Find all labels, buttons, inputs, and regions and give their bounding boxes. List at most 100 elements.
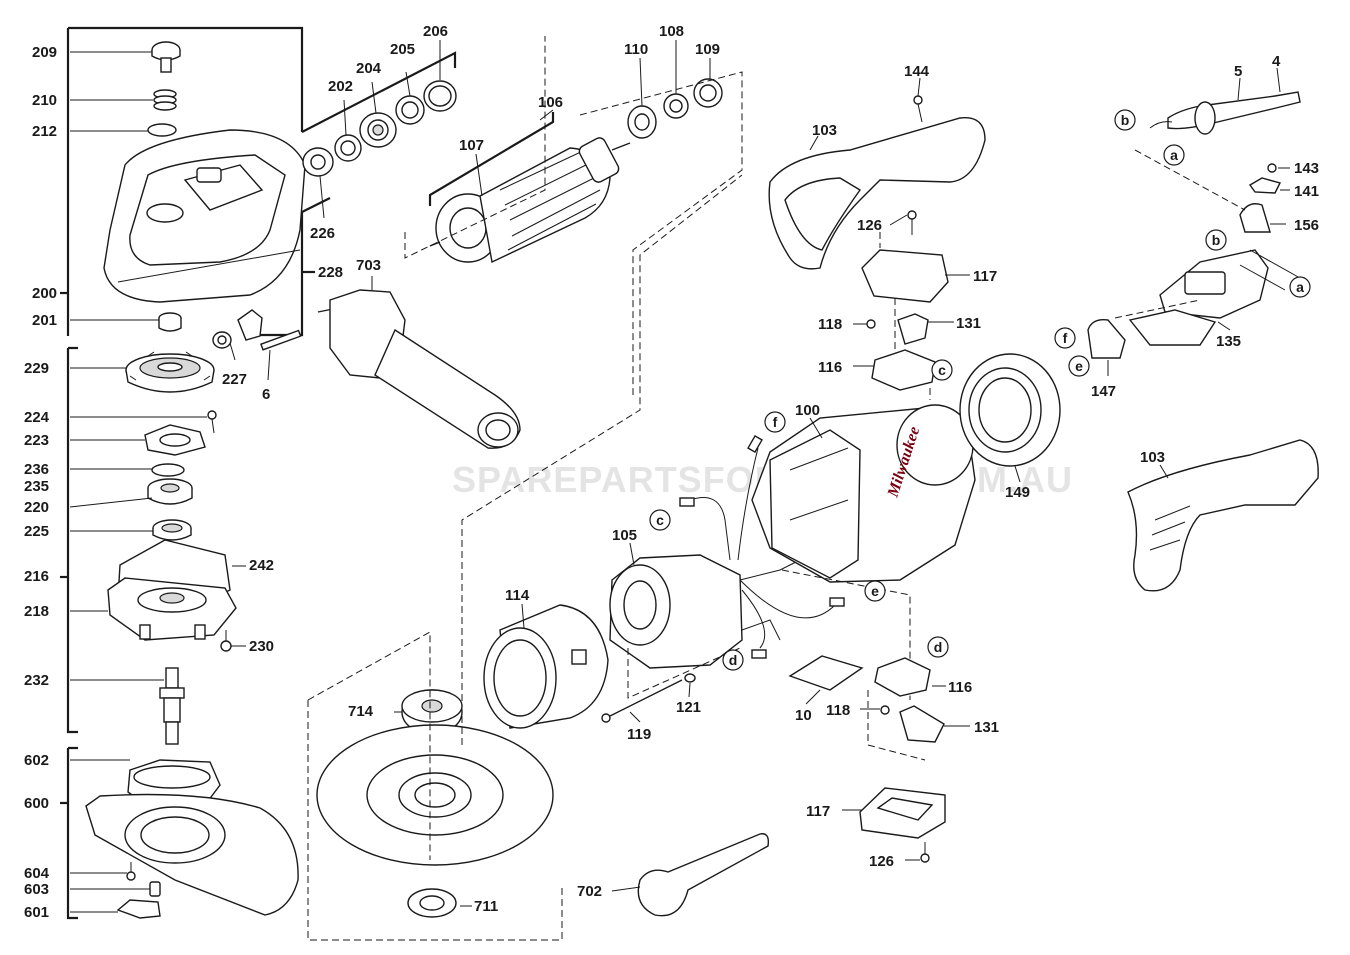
spindle-lock-button <box>151 41 181 73</box>
label-204: 204 <box>356 60 382 77</box>
label-603: 603 <box>24 881 49 898</box>
connector-c <box>679 497 695 507</box>
label-131-upper: 131 <box>956 315 981 332</box>
armature <box>429 137 631 264</box>
label-141: 141 <box>1294 183 1319 200</box>
label-10: 10 <box>795 707 812 724</box>
guard-screw <box>126 862 136 881</box>
handle-half-upper <box>768 116 986 270</box>
retaining-ring <box>423 80 457 112</box>
label-118-lower: 118 <box>826 702 850 719</box>
o-ring <box>147 123 177 137</box>
connector-letters: b a b a f e c f c d e d <box>649 109 1311 671</box>
guide-line <box>579 71 743 395</box>
screw-143 <box>1267 163 1277 173</box>
bearing-flange <box>107 539 237 641</box>
ball-bearing <box>147 478 193 505</box>
bearing-sleeve-109 <box>693 78 723 108</box>
letter-b-2: b <box>1212 232 1221 248</box>
label-105: 105 <box>612 527 637 544</box>
carbon-brush-131a <box>897 313 929 345</box>
flange-nut-711 <box>407 888 457 918</box>
letter-f-2: f <box>773 414 778 430</box>
part-number-labels: 209 210 212 200 201 229 224 223 236 235 … <box>24 23 1319 921</box>
nut-227 <box>212 331 232 349</box>
washer-205 <box>395 95 425 125</box>
label-235: 235 <box>24 478 49 495</box>
screw-6 <box>260 329 302 351</box>
guide-line <box>1114 149 1246 319</box>
guide-line <box>461 174 743 745</box>
label-225: 225 <box>24 523 49 540</box>
label-220: 220 <box>24 499 49 516</box>
label-109: 109 <box>695 41 720 58</box>
flange-screw <box>220 630 232 652</box>
label-212: 212 <box>32 123 57 140</box>
gear-housing <box>103 129 306 303</box>
label-118-upper: 118 <box>818 316 842 333</box>
label-116-upper: 116 <box>818 359 842 376</box>
label-227: 227 <box>222 371 247 388</box>
end-cap-156 <box>1239 203 1271 233</box>
label-5: 5 <box>1234 63 1242 80</box>
label-100: 100 <box>795 402 820 419</box>
label-601: 601 <box>24 904 49 921</box>
screw-126a <box>907 210 917 235</box>
housing-end-ring <box>959 353 1061 467</box>
label-106: 106 <box>538 94 563 111</box>
guide-line <box>867 690 926 761</box>
label-110: 110 <box>624 41 648 58</box>
label-plate <box>788 655 864 691</box>
letter-d-1: d <box>934 639 943 655</box>
bracket-ticks <box>60 291 68 805</box>
bearing-108 <box>663 93 689 119</box>
screw <box>207 410 217 434</box>
label-202: 202 <box>328 78 353 95</box>
label-117-upper: 117 <box>973 268 997 285</box>
connector-d <box>751 649 767 659</box>
cord-clamp <box>1248 177 1282 194</box>
label-200: 200 <box>32 285 57 302</box>
left-brackets <box>66 26 555 920</box>
bevel-gear <box>125 351 215 393</box>
switch-assembly <box>1128 249 1301 346</box>
label-602: 602 <box>24 752 49 769</box>
label-702: 702 <box>577 883 602 900</box>
label-242: 242 <box>249 557 274 574</box>
label-108: 108 <box>659 23 684 40</box>
power-cord <box>1149 91 1301 135</box>
label-209: 209 <box>32 44 57 61</box>
leader-lines <box>69 40 1290 913</box>
handle-half-lower <box>1127 439 1319 592</box>
label-206: 206 <box>423 23 448 40</box>
label-131-lower: 131 <box>974 719 999 736</box>
label-714: 714 <box>348 703 374 720</box>
letter-e-1: e <box>1075 358 1083 374</box>
label-218: 218 <box>24 603 49 620</box>
label-6: 6 <box>262 386 270 403</box>
label-205: 205 <box>390 41 415 58</box>
bearing-plate <box>144 424 206 456</box>
screw-144 <box>913 95 923 123</box>
label-156: 156 <box>1294 217 1319 234</box>
guard-lever <box>116 899 161 919</box>
bearing-sleeve <box>158 312 182 332</box>
brush-cover-117b <box>859 787 946 839</box>
guide-line <box>879 232 931 400</box>
label-236: 236 <box>24 461 49 478</box>
side-handle <box>317 289 521 449</box>
label-143: 143 <box>1294 160 1319 177</box>
screw-118b <box>880 705 890 715</box>
screw-126b <box>920 842 930 863</box>
screw-119 <box>601 679 683 723</box>
label-103-upper: 103 <box>812 122 837 139</box>
bearing-204 <box>359 112 397 148</box>
label-604: 604 <box>24 865 50 882</box>
label-147: 147 <box>1091 383 1116 400</box>
label-149: 149 <box>1005 484 1030 501</box>
motor-housing: Milwaukee <box>751 404 976 583</box>
connector-f <box>747 434 763 454</box>
label-226: 226 <box>310 225 335 242</box>
label-119: 119 <box>627 726 651 743</box>
